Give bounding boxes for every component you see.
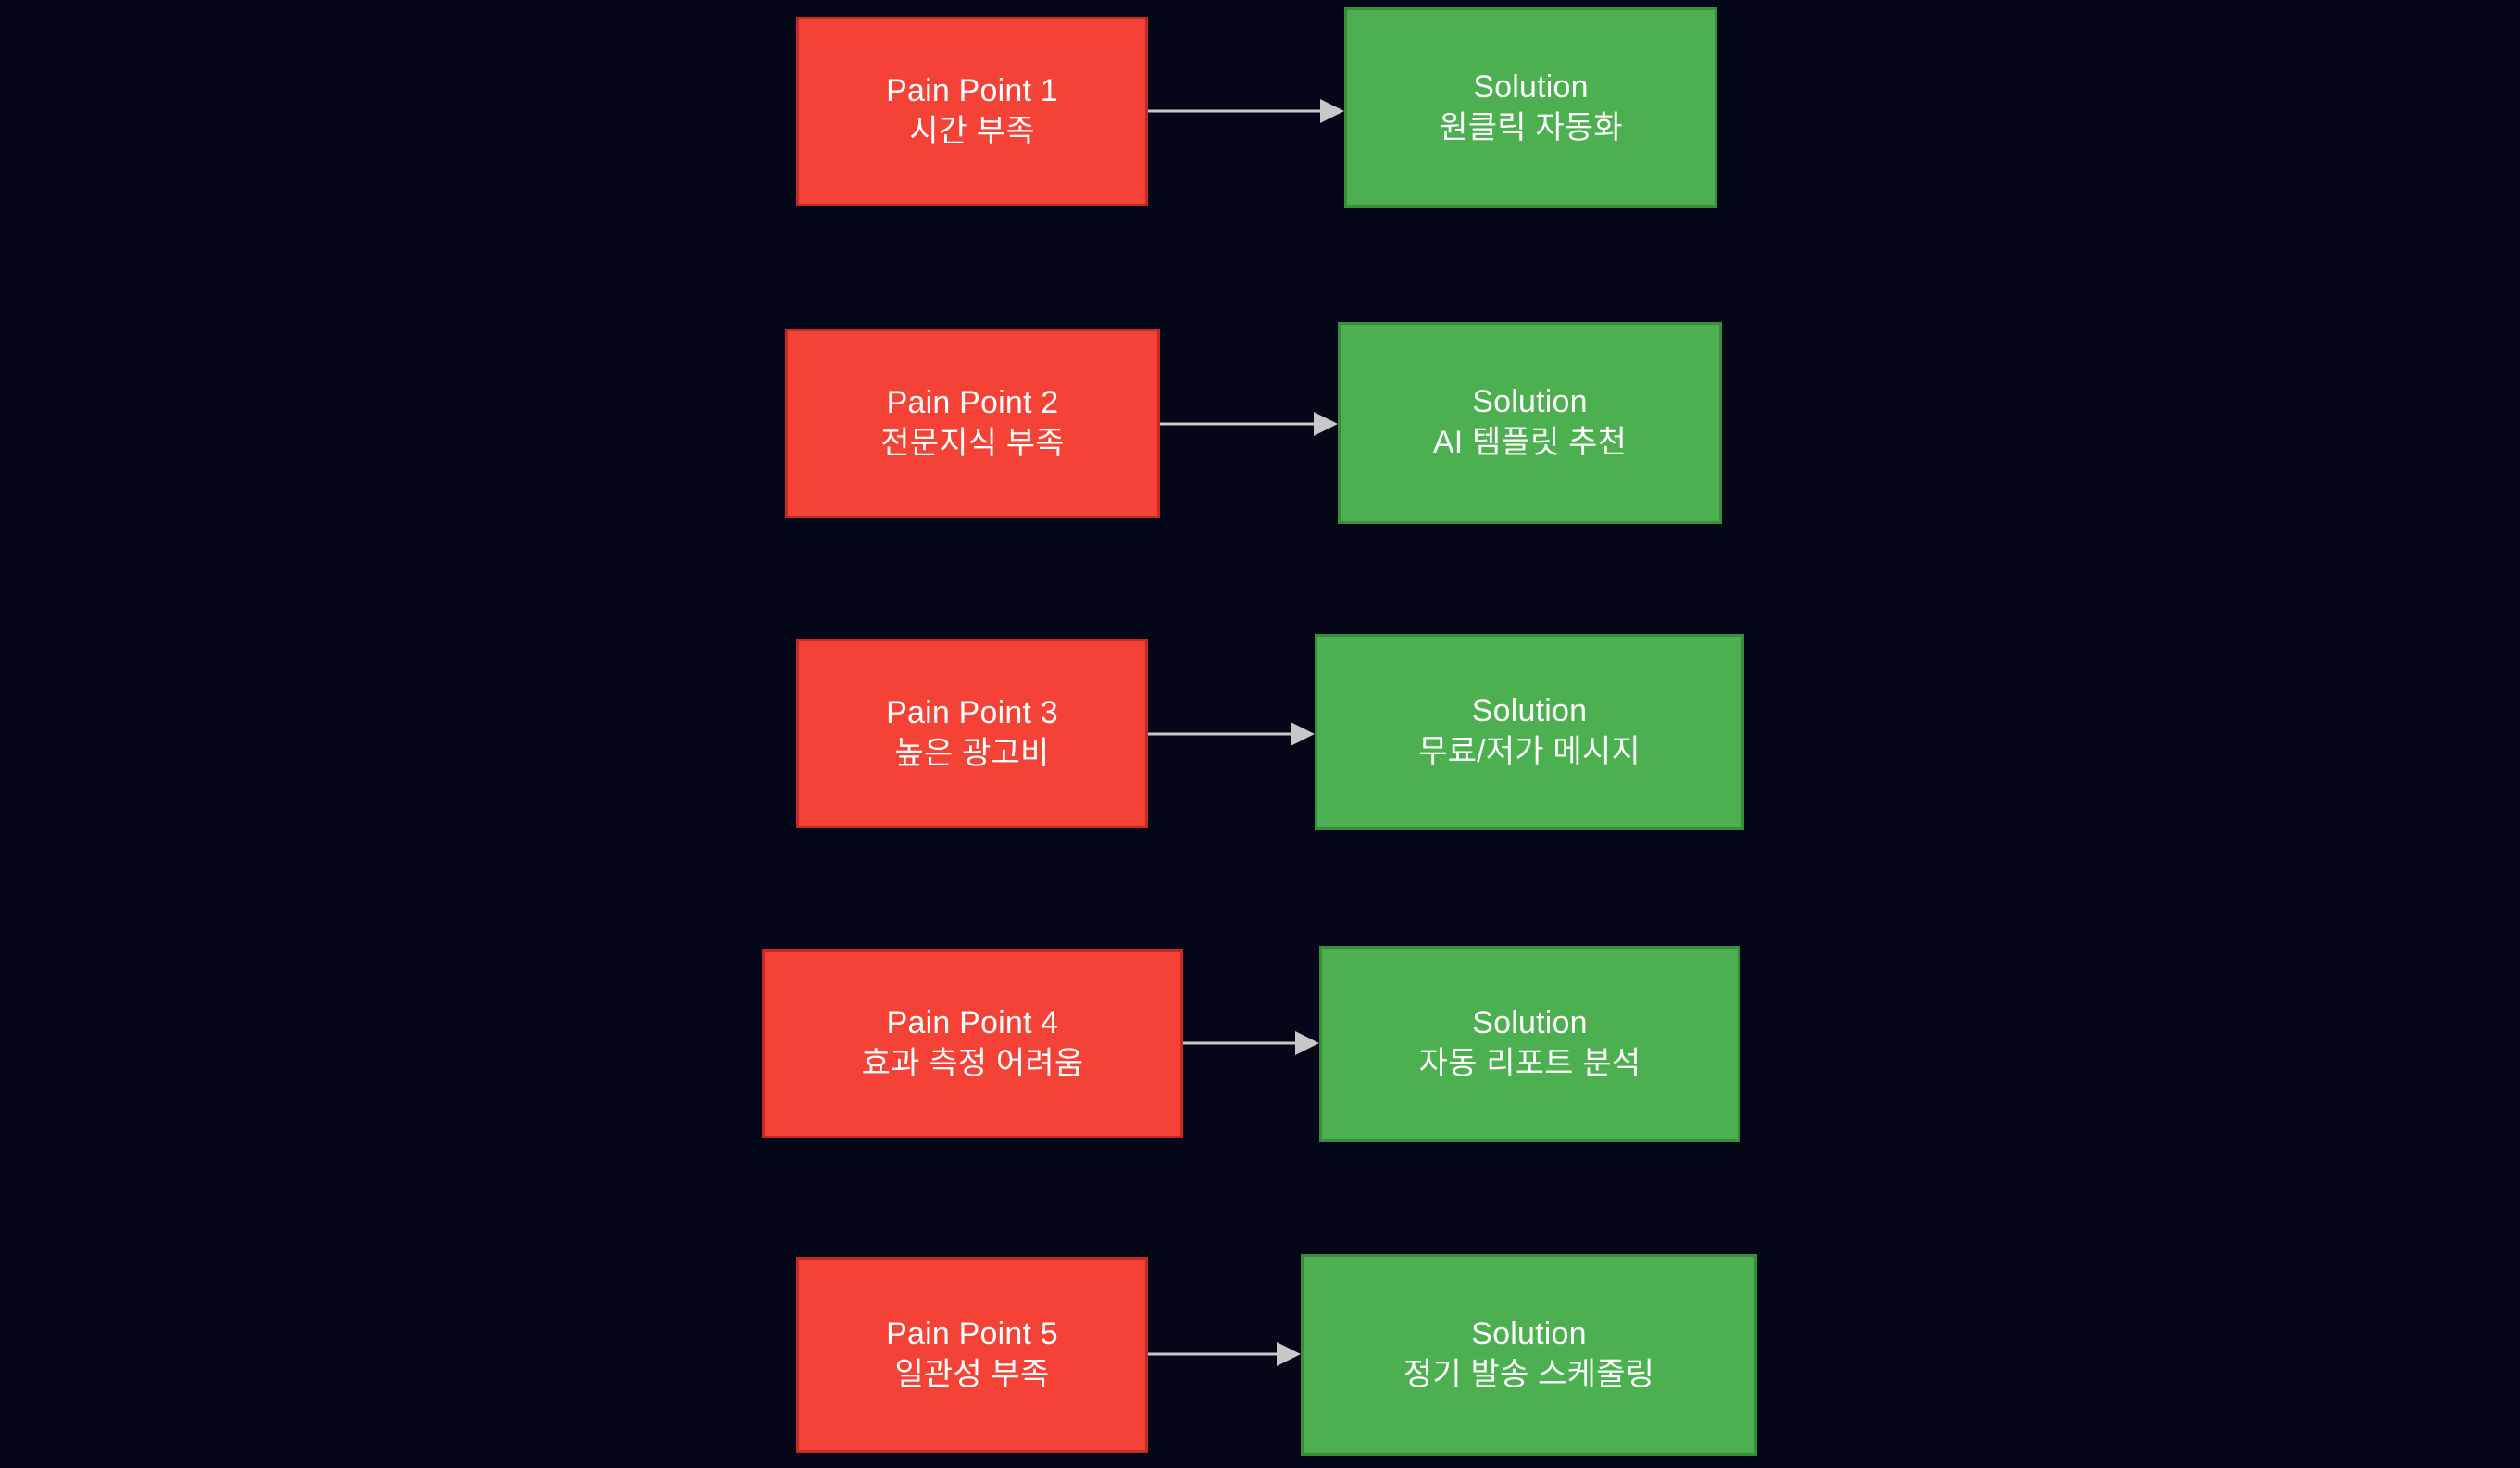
solution-title-1: Solution: [1473, 68, 1589, 105]
solution-detail-1: 원클릭 자동화: [1439, 109, 1623, 145]
arrow-head-icon-1: [1320, 99, 1344, 123]
solution-title-3: Solution: [1471, 693, 1588, 729]
pain-point-detail-1: 시간 부족: [909, 113, 1035, 149]
arrow-head-icon-2: [1314, 412, 1338, 436]
solution-title-4: Solution: [1472, 1005, 1588, 1041]
arrow-connector-1: [1148, 99, 1344, 123]
solution-title-2: Solution: [1472, 384, 1588, 420]
solution-title-5: Solution: [1471, 1316, 1587, 1352]
arrow-connector-5: [1148, 1342, 1301, 1366]
pain-point-title-1: Pain Point 1: [886, 72, 1058, 108]
pain-point-detail-4: 효과 측정 어려움: [861, 1045, 1084, 1081]
pain-point-title-4: Pain Point 4: [886, 1004, 1059, 1040]
solution-node-5[interactable]: Solution 정기 발송 스케줄링: [1301, 1254, 1757, 1456]
pain-point-title-2: Pain Point 2: [886, 384, 1059, 420]
solution-detail-2: AI 템플릿 추천: [1432, 425, 1628, 460]
solution-node-4[interactable]: Solution 자동 리포트 분석: [1319, 946, 1740, 1142]
solution-detail-4: 자동 리포트 분석: [1418, 1046, 1641, 1081]
solution-node-1[interactable]: Solution 원클릭 자동화: [1344, 7, 1717, 208]
arrow-head-icon-5: [1277, 1342, 1301, 1366]
solution-node-3[interactable]: Solution 무료/저가 메시지: [1315, 634, 1744, 830]
pain-point-detail-3: 높은 광고비: [894, 735, 1050, 771]
pain-point-title-5: Pain Point 5: [886, 1316, 1058, 1352]
solution-node-2[interactable]: Solution AI 템플릿 추천: [1338, 322, 1722, 524]
pain-point-node-1[interactable]: Pain Point 1 시간 부족: [796, 17, 1148, 206]
arrow-connector-4: [1183, 1031, 1319, 1055]
pain-point-node-3[interactable]: Pain Point 3 높은 광고비: [796, 639, 1148, 828]
pain-point-node-4[interactable]: Pain Point 4 효과 측정 어려움: [762, 949, 1183, 1138]
solution-detail-3: 무료/저가 메시지: [1418, 734, 1640, 769]
arrow-connector-2: [1160, 412, 1338, 436]
pain-point-node-5[interactable]: Pain Point 5 일관성 부족: [796, 1257, 1148, 1453]
solution-detail-5: 정기 발송 스케줄링: [1403, 1357, 1655, 1392]
pain-point-detail-2: 전문지식 부족: [880, 425, 1065, 461]
arrow-connector-3: [1148, 722, 1315, 746]
pain-point-title-3: Pain Point 3: [886, 694, 1058, 730]
arrow-head-icon-3: [1291, 722, 1315, 746]
pain-point-node-2[interactable]: Pain Point 2 전문지식 부족: [785, 329, 1160, 518]
pain-point-detail-5: 일관성 부족: [894, 1357, 1050, 1392]
arrow-head-icon-4: [1295, 1031, 1319, 1055]
